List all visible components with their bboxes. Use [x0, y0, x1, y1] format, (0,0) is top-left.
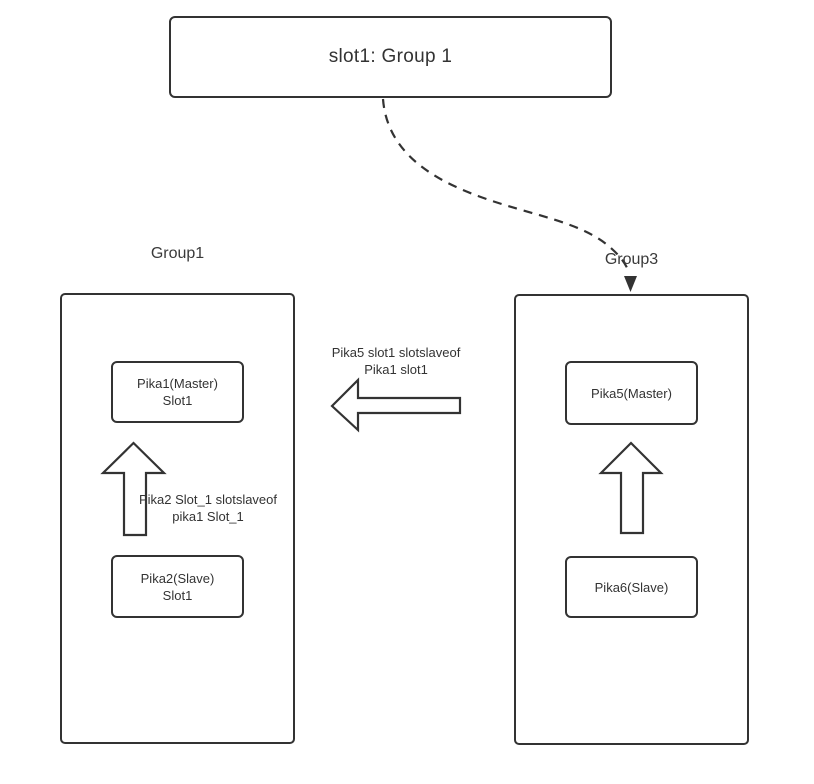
node-slot1-group1-label: slot1: Group 1: [328, 46, 453, 67]
group1-replication-label: Pika2 Slot_1 slotslaveof pika1 Slot_1: [123, 491, 293, 525]
node-pika2-line2: Slot1: [162, 587, 193, 603]
group1-replication-label-line1: Pika2 Slot_1 slotslaveof: [138, 492, 278, 507]
group3-container: [514, 294, 749, 745]
group3-label: Group3: [604, 251, 659, 268]
migrate-arrow-label: Pika5 slot1 slotslaveof Pika1 slot1: [311, 344, 481, 378]
node-pika1-master: Pika1(Master) Slot1: [111, 361, 244, 423]
node-pika1-line1: Pika1(Master): [137, 376, 218, 391]
migrate-arrow-label-line1: Pika5 slot1 slotslaveof: [331, 345, 461, 360]
node-pika6-slave: Pika6(Slave): [565, 556, 698, 618]
arrowhead-down-icon: [624, 276, 637, 292]
block-arrow-left-icon: [330, 377, 462, 433]
group1-replication-label-line2: pika1 Slot_1: [172, 509, 244, 524]
node-pika5-master: Pika5(Master): [565, 361, 698, 425]
group1-label: Group1: [150, 245, 205, 262]
node-pika1-line2: Slot1: [162, 393, 193, 408]
node-pika2-slave: Pika2(Slave) Slot1: [111, 555, 244, 618]
node-pika5-line1: Pika5(Master): [591, 385, 672, 401]
dashed-connector: [381, 98, 631, 274]
node-pika2-line1: Pika2(Slave): [140, 570, 215, 586]
node-slot1-group1: slot1: Group 1: [169, 16, 612, 98]
group1-container: [60, 293, 295, 744]
migrate-arrow-label-line2: Pika1 slot1: [364, 362, 428, 377]
node-pika6-line1: Pika6(Slave): [594, 579, 669, 595]
